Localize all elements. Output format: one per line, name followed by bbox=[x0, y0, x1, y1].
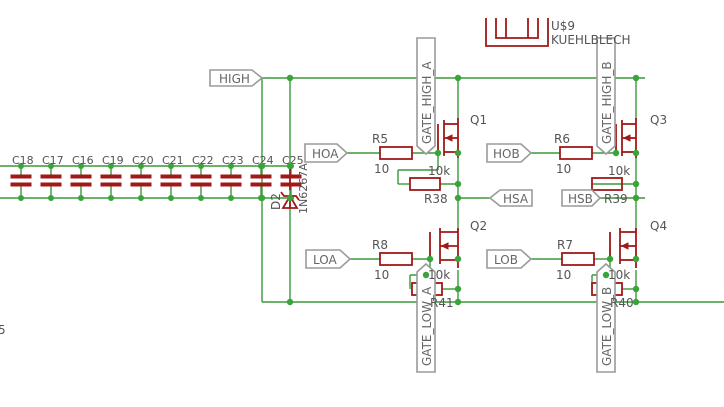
r6-value: 10 bbox=[556, 162, 571, 176]
r7-label: R7 bbox=[557, 238, 573, 252]
edge-label: 5 bbox=[0, 323, 6, 337]
resistor-r38-body bbox=[409, 177, 441, 191]
capacitor-label: C23 bbox=[222, 154, 244, 167]
q4-label: Q4 bbox=[650, 219, 667, 233]
diode-value: 1N6267A bbox=[297, 163, 310, 214]
r8-value: 10 bbox=[374, 268, 389, 282]
r7-value: 10 bbox=[556, 268, 571, 282]
port-gate-low-a: GATE_LOW_A bbox=[416, 262, 436, 373]
port-hsa: HSA bbox=[488, 189, 533, 207]
resistor-r5-body bbox=[379, 146, 413, 160]
r6-label: R6 bbox=[554, 132, 570, 146]
capacitor-c18: C18 bbox=[10, 154, 34, 201]
r5-value: 10 bbox=[374, 162, 389, 176]
capacitor-bank: C18 C17 C16 C19 C20 C21 C22 C23 C24 C25 bbox=[10, 154, 304, 201]
r38-value: 10k bbox=[428, 164, 450, 178]
mosfet-q4 bbox=[609, 228, 637, 268]
gate-high-b-label: GATE_HIGH_B bbox=[600, 61, 614, 144]
port-lob-label: LOB bbox=[494, 253, 518, 267]
gate-low-a-label: GATE_LOW_A bbox=[420, 286, 434, 366]
port-hsb: HSB bbox=[561, 189, 602, 207]
capacitor-c19: C19 bbox=[100, 154, 124, 201]
resistor-r39-body bbox=[591, 177, 623, 191]
r41-label: R41 bbox=[430, 296, 454, 310]
gate-high-a-label: GATE_HIGH_A bbox=[420, 61, 434, 144]
port-gate-low-b: GATE_LOW_B bbox=[596, 262, 616, 373]
capacitor-label: C20 bbox=[132, 154, 154, 167]
r38-label: R38 bbox=[424, 192, 448, 206]
capacitor-label: C16 bbox=[72, 154, 94, 167]
q3-label: Q3 bbox=[650, 113, 667, 127]
capacitor-c22: C22 bbox=[190, 154, 214, 201]
mosfet-q2 bbox=[429, 228, 459, 268]
capacitor-c23: C23 bbox=[220, 154, 244, 201]
port-hoa-label: HOA bbox=[312, 147, 339, 161]
port-high: HIGH bbox=[209, 69, 264, 87]
junctions bbox=[258, 74, 640, 306]
r5-label: R5 bbox=[372, 132, 388, 146]
port-loa: LOA bbox=[305, 249, 352, 269]
capacitor-c17: C17 bbox=[40, 154, 64, 201]
heatsink-name: U$9 bbox=[551, 19, 575, 33]
capacitor-label: C24 bbox=[252, 154, 274, 167]
port-gate-high-b: GATE_HIGH_B bbox=[596, 37, 616, 156]
q2-label: Q2 bbox=[470, 219, 487, 233]
port-hob: HOB bbox=[486, 143, 533, 163]
capacitor-c20: C20 bbox=[130, 154, 154, 201]
port-lob: LOB bbox=[486, 249, 533, 269]
port-hsb-label: HSB bbox=[568, 192, 593, 206]
capacitor-label: C19 bbox=[102, 154, 124, 167]
resistor-r8-body bbox=[379, 252, 413, 266]
r8-label: R8 bbox=[372, 238, 388, 252]
gate-low-b-label: GATE_LOW_B bbox=[600, 287, 614, 366]
diode-name: D2 bbox=[269, 193, 283, 210]
port-hob-label: HOB bbox=[493, 147, 520, 161]
heatsink-value: KUEHLBLECH bbox=[551, 33, 631, 47]
heatsink-symbol bbox=[485, 18, 549, 47]
r39-label: R39 bbox=[604, 192, 628, 206]
capacitor-label: C18 bbox=[12, 154, 34, 167]
port-hoa: HOA bbox=[304, 143, 349, 163]
r41-value: 10k bbox=[428, 268, 450, 282]
capacitor-c21: C21 bbox=[160, 154, 184, 201]
resistor-r7-body bbox=[561, 252, 595, 266]
resistor-r6-body bbox=[559, 146, 593, 160]
r40-value: 10k bbox=[608, 268, 630, 282]
r40-label: R40 bbox=[610, 296, 634, 310]
capacitor-label: C17 bbox=[42, 154, 64, 167]
r39-value: 10k bbox=[608, 164, 630, 178]
port-loa-label: LOA bbox=[313, 253, 337, 267]
port-high-label: HIGH bbox=[219, 72, 250, 86]
capacitor-c24: C24 bbox=[250, 154, 274, 201]
capacitor-label: C25 bbox=[282, 154, 304, 167]
capacitor-label: C21 bbox=[162, 154, 184, 167]
q1-label: Q1 bbox=[470, 113, 487, 127]
port-gate-high-a: GATE_HIGH_A bbox=[416, 37, 436, 156]
capacitor-label: C22 bbox=[192, 154, 214, 167]
port-hsa-label: HSA bbox=[503, 192, 529, 206]
capacitor-c16: C16 bbox=[70, 154, 94, 201]
